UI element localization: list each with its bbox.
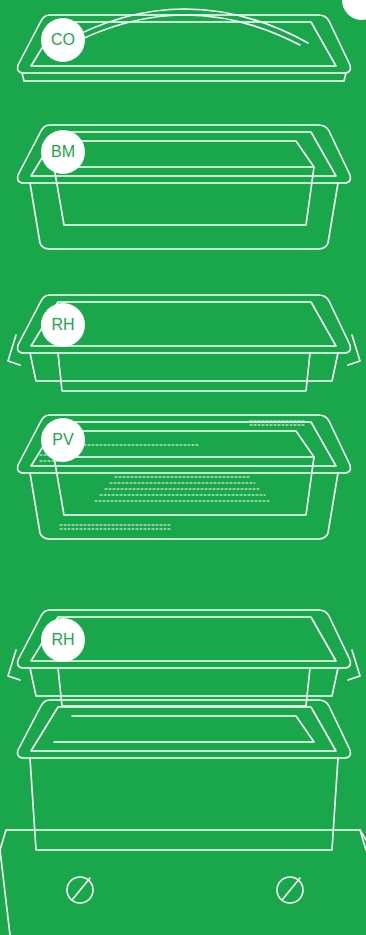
label-circle: RH <box>41 618 85 662</box>
label-circle: BM <box>41 130 85 174</box>
label-circle: CO <box>41 18 85 62</box>
part-code: BM <box>51 144 75 160</box>
part-code: RH <box>51 317 74 333</box>
part-code: PV <box>52 432 73 448</box>
part-code: RH <box>51 632 74 648</box>
part-code: CO <box>51 32 75 48</box>
label-circle: RH <box>41 303 85 347</box>
label-circle: PV <box>41 418 85 462</box>
